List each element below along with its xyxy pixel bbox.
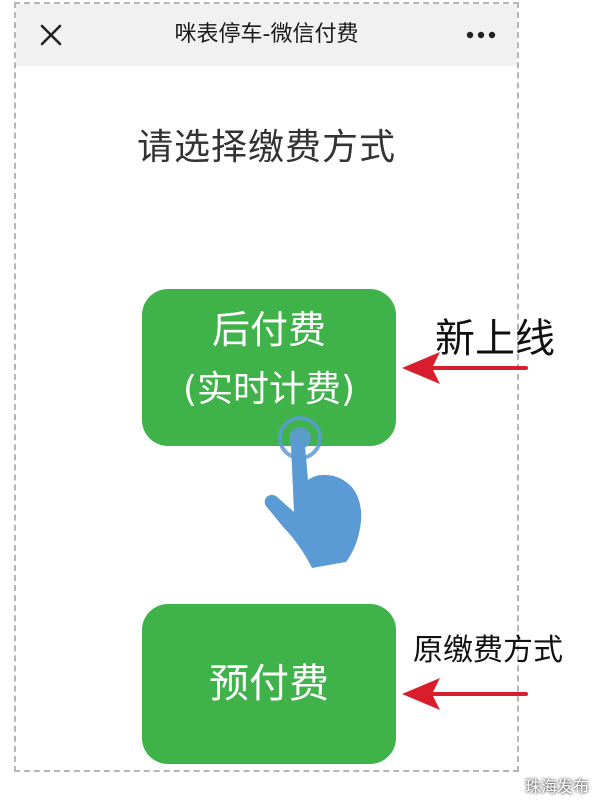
pre-pay-button[interactable]: 预付费 [142, 604, 396, 764]
arrow-left-icon [402, 352, 528, 384]
window-title: 咪表停车-微信付费 [174, 22, 359, 47]
tap-hand-icon [264, 416, 362, 568]
old-label: 原缴费方式 [413, 633, 563, 668]
watermark-text: 珠海发布 [524, 777, 589, 796]
pre-pay-label: 预付费 [209, 661, 329, 707]
post-pay-sublabel: (实时计费) [182, 369, 356, 410]
arrow-left-icon [402, 678, 528, 710]
wechat-logo-icon [499, 777, 521, 793]
page-heading: 请选择缴费方式 [136, 127, 396, 168]
watermark: 珠海发布 [499, 770, 589, 800]
more-dots-icon[interactable] [463, 22, 499, 48]
close-icon[interactable] [36, 20, 66, 50]
nav-bar: 咪表停车-微信付费 [16, 4, 517, 66]
post-pay-button[interactable]: 后付费 (实时计费) [142, 289, 396, 446]
phone-screen: 咪表停车-微信付费 请选择缴费方式 后付费 (实时计费) 预付费 [14, 2, 519, 772]
new-label: 新上线 [435, 316, 555, 362]
post-pay-label: 后付费 [211, 308, 326, 352]
